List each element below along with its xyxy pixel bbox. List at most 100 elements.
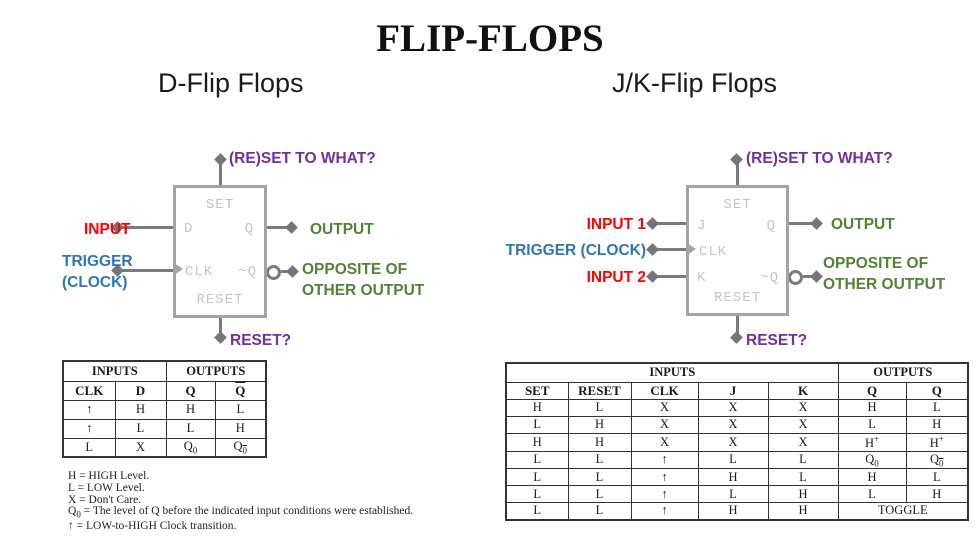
table-cell: L	[567, 502, 632, 521]
jk-chip-reset-label: RESET	[713, 290, 761, 306]
jk-reset-pin-diamond-icon	[730, 331, 743, 344]
table-cell: J	[697, 381, 769, 400]
table-cell: ↑	[630, 450, 699, 470]
jk-output-annotation: OUTPUT	[831, 216, 895, 233]
jk-set-pin-wire	[736, 162, 739, 185]
table-cell: H	[767, 502, 839, 521]
table-cell: H	[114, 399, 167, 420]
jk-chip-k-label: K	[697, 270, 707, 286]
jk-chip-clk-label: CLK	[699, 244, 728, 260]
table-cell: H	[567, 415, 632, 434]
table-cell: X	[114, 437, 167, 458]
d-reset-pin-diamond-icon	[214, 331, 227, 344]
jk-reset-annotation: RESET?	[746, 332, 808, 349]
table-cell: L	[505, 485, 569, 504]
d-chip-q-label: Q	[244, 221, 254, 237]
table-cell: L	[905, 468, 969, 487]
d-input-annotation: INPUT	[84, 221, 131, 238]
jk-set-pin-diamond-icon	[730, 153, 743, 166]
jk-chip-q-label: Q	[766, 218, 776, 234]
d-trigger-annotation: TRIGGER (CLOCK)	[62, 253, 133, 291]
table-cell: L	[567, 450, 632, 470]
table-cell: K	[767, 381, 839, 400]
table-cell: L	[697, 485, 769, 504]
d-chip-reset-label: RESET	[196, 292, 244, 308]
jk-k-pin-diamond-icon	[646, 270, 659, 283]
d-q-pin-wire	[267, 226, 294, 229]
table-cell: H	[567, 432, 632, 452]
table-cell: Q0	[837, 450, 907, 470]
d-chip-clk-label: CLK	[185, 264, 214, 280]
d-set-pin-wire	[219, 162, 222, 185]
legend: H = HIGH Level.L = LOW Level.X = Don't C…	[68, 470, 413, 533]
jk-j-pin-wire	[654, 222, 686, 225]
table-cell: RESET	[567, 381, 632, 400]
table-cell: X	[697, 398, 769, 417]
jk-set-annotation: (RE)SET TO WHAT?	[746, 150, 893, 167]
table-cell: H	[165, 399, 216, 420]
page-title: FLIP-FLOPS	[376, 17, 604, 60]
d-set-annotation: (RE)SET TO WHAT?	[229, 150, 376, 167]
table-cell: H	[905, 415, 969, 434]
table-cell: Q	[214, 380, 267, 401]
jk-nq-pin-diamond-icon	[810, 270, 823, 283]
table-cell: H	[697, 502, 769, 521]
table-group-header: OUTPUTS	[837, 362, 969, 383]
table-cell: Q0	[905, 450, 969, 470]
d-reset-pin-wire	[219, 318, 222, 339]
jk-chip-j-label: J	[697, 218, 707, 234]
table-cell: L	[505, 450, 569, 470]
jk-j-pin-diamond-icon	[646, 217, 659, 230]
jk-chip-nq-label: ~Q	[760, 270, 779, 286]
table-cell: X	[767, 415, 839, 434]
d-clock-pin-wire	[119, 269, 173, 272]
jk-chip-set-label: SET	[723, 197, 752, 213]
table-cell: L	[505, 502, 569, 521]
table-cell: ↑	[630, 502, 699, 521]
table-cell: L	[505, 468, 569, 487]
table-cell: H+	[837, 432, 907, 452]
table-cell: H	[697, 468, 769, 487]
table-cell: L	[837, 415, 907, 434]
d-section-title: D-Flip Flops	[158, 68, 304, 98]
table-cell: L	[767, 450, 839, 470]
d-flipflop-chip: SET D Q CLK ~Q RESET	[173, 185, 267, 318]
table-cell: X	[767, 398, 839, 417]
table-cell: ↑	[62, 418, 116, 439]
jk-inverted-output-bubble-icon	[788, 270, 803, 285]
jk-section-title: J/K-Flip Flops	[612, 68, 778, 98]
d-input-pin-wire	[119, 226, 173, 229]
table-cell: L	[905, 398, 969, 417]
table-cell: Q0	[165, 437, 216, 458]
table-cell: L	[567, 398, 632, 417]
jk-nq-pin-wire	[803, 275, 817, 278]
table-cell: Q	[165, 380, 216, 401]
table-cell: X	[630, 415, 699, 434]
jk-chip-clock-edge-triangle-icon	[687, 243, 696, 255]
d-set-pin-diamond-icon	[214, 153, 227, 166]
table-cell: X	[630, 432, 699, 452]
d-inverted-output-bubble-icon	[266, 265, 281, 280]
table-cell: ↑	[630, 468, 699, 487]
table-cell: H	[905, 485, 969, 504]
jk-k-pin-wire	[654, 275, 686, 278]
table-cell: L	[697, 450, 769, 470]
table-group-header: INPUTS	[62, 360, 167, 382]
table-cell: X	[697, 415, 769, 434]
table-cell: H	[767, 485, 839, 504]
d-opposite-annotation: OPPOSITE OF OTHER OUTPUT	[302, 261, 425, 299]
table-cell: CLK	[630, 381, 699, 400]
d-reset-annotation: RESET?	[230, 332, 292, 349]
